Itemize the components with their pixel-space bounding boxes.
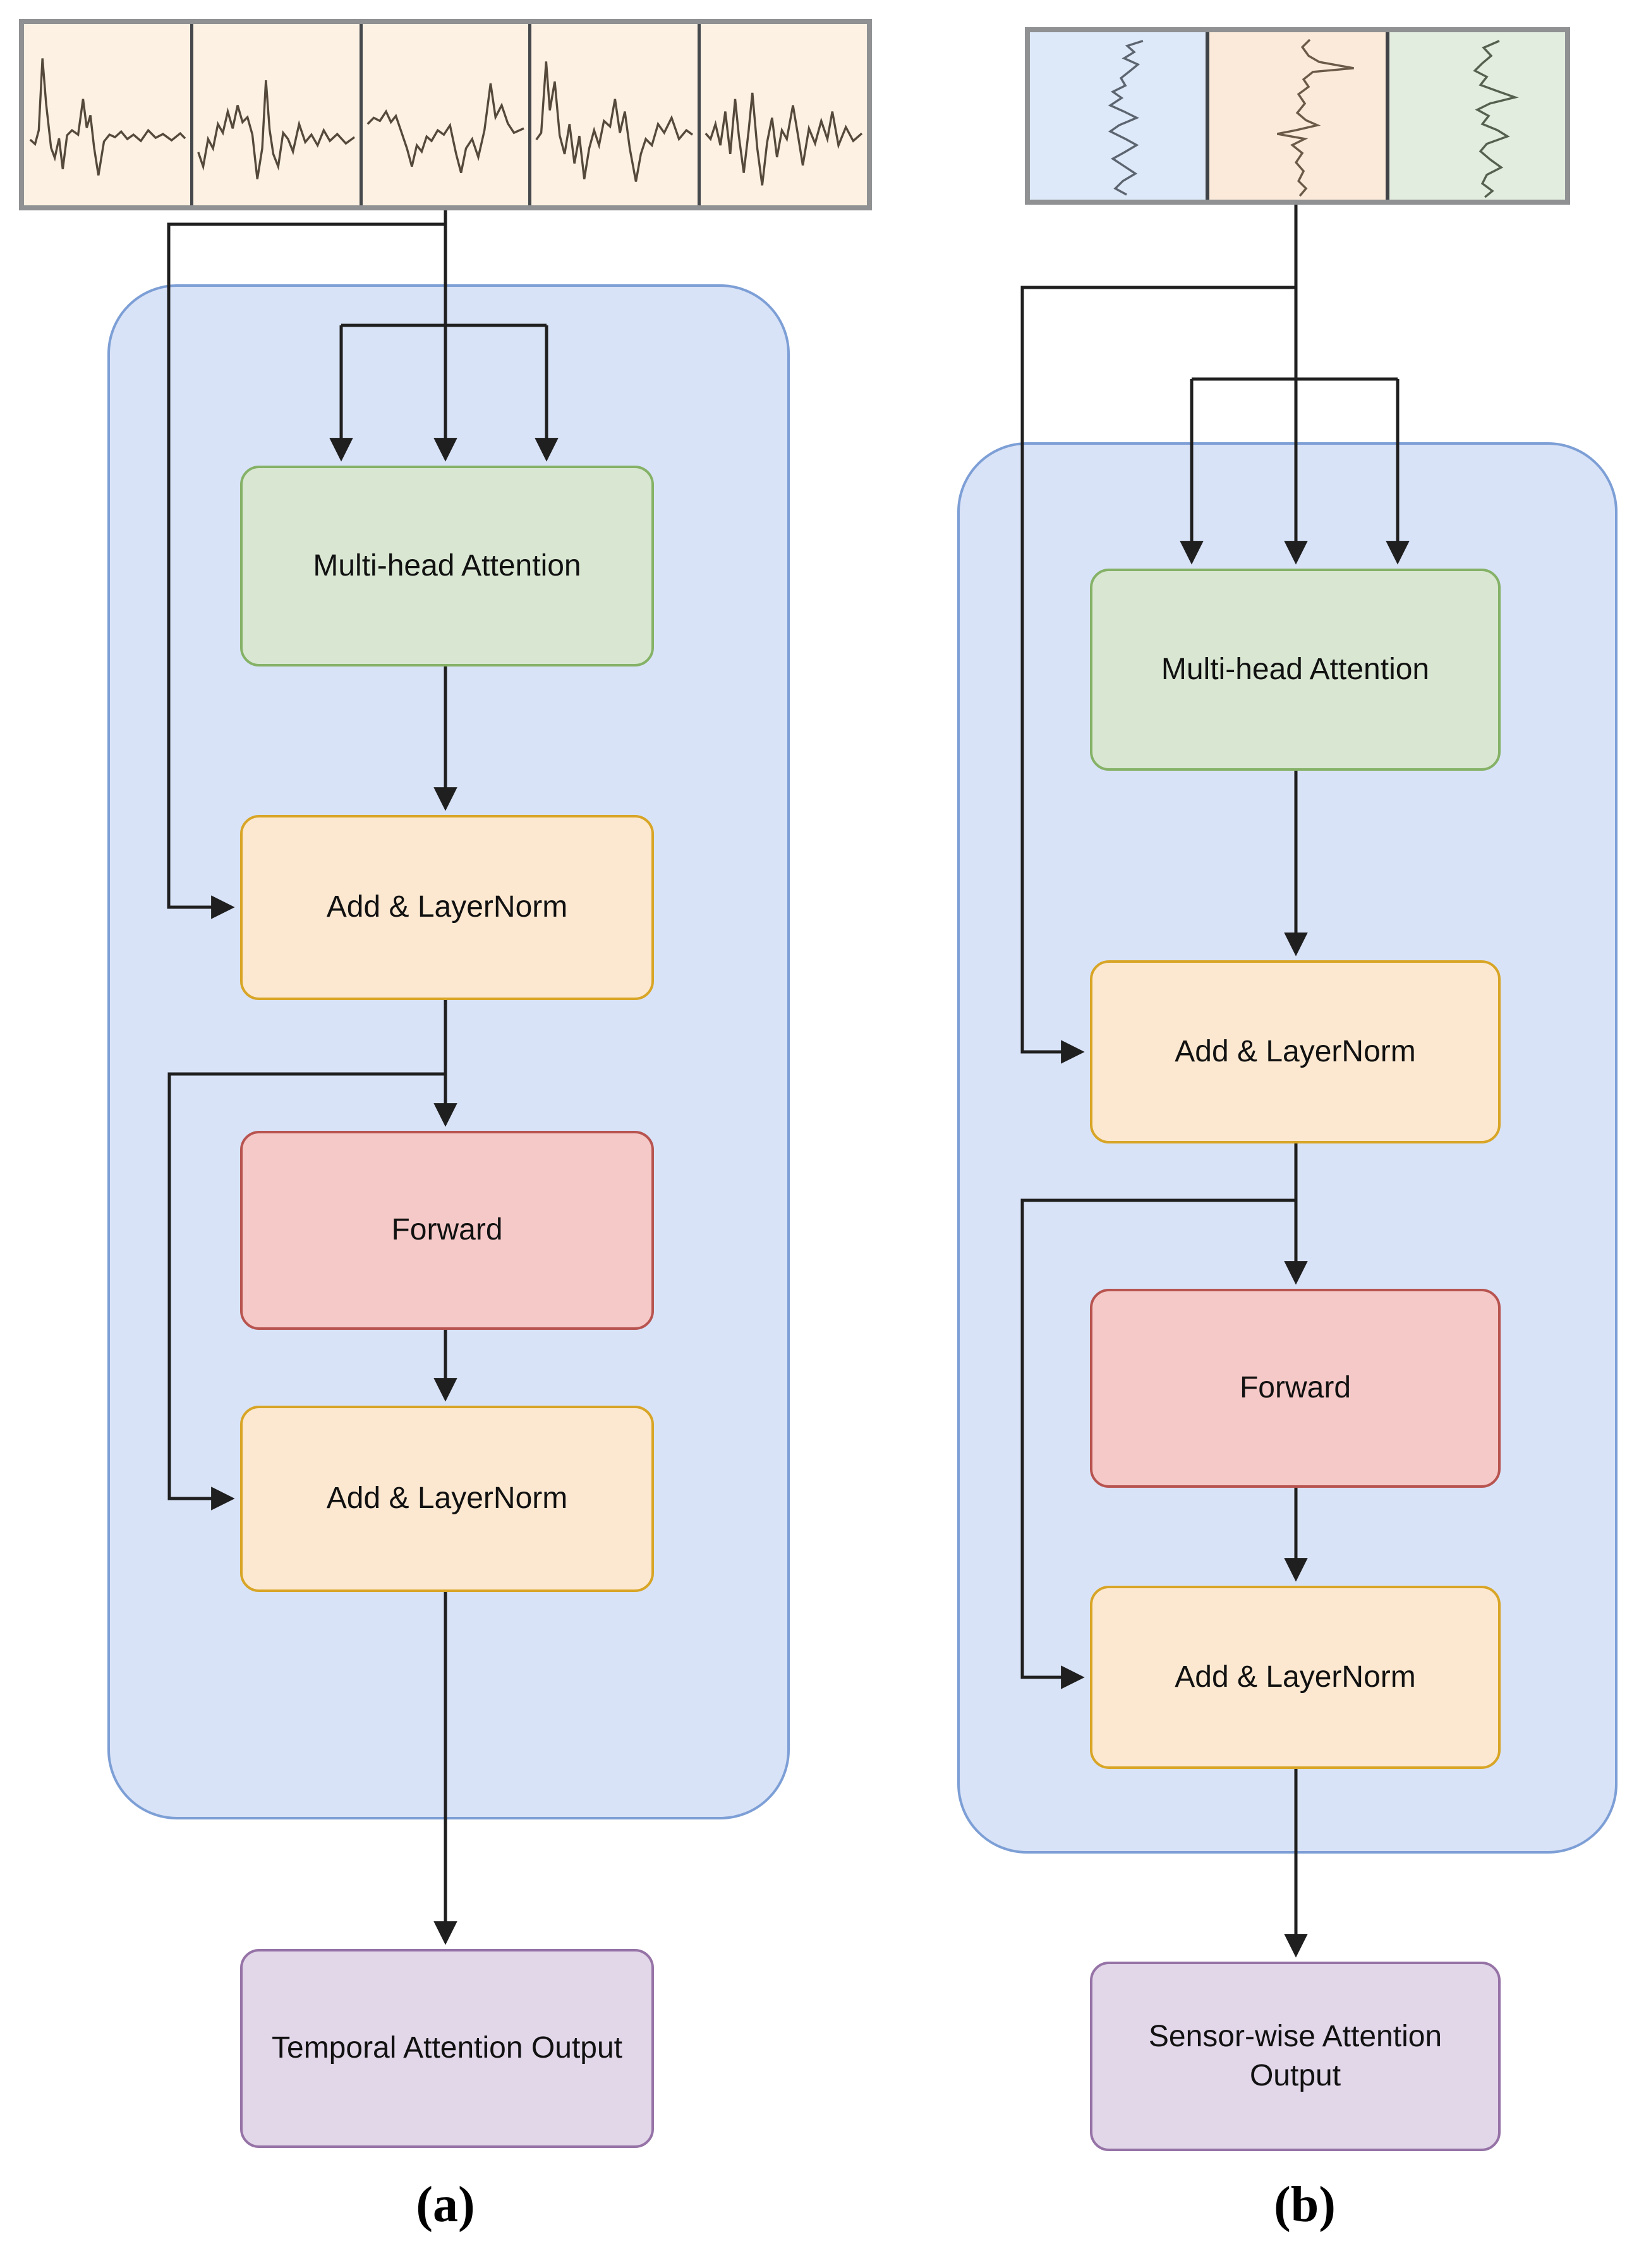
input-sequence-a: [19, 19, 872, 210]
waveform-icon: [197, 80, 355, 179]
forward-block-a: Forward: [240, 1131, 654, 1330]
waveform-segment: [363, 24, 532, 205]
add-layernorm-2-block-a: Add & LayerNorm: [240, 1406, 654, 1592]
waveform-icon: [1108, 40, 1144, 196]
waveform-icon: [1277, 39, 1355, 197]
waveform-icon: [366, 83, 524, 173]
forward-block-b: Forward: [1090, 1289, 1501, 1488]
waveform-segment: [531, 24, 701, 205]
input-sequence-b: [1025, 27, 1570, 205]
add-layernorm-2-block-b: Add & LayerNorm: [1090, 1586, 1501, 1769]
waveform-segment: [1030, 32, 1210, 200]
sensor-wise-attention-output-block: Sensor-wise Attention Output: [1090, 1962, 1501, 2151]
waveform-segment: [1389, 32, 1565, 200]
waveform-icon: [535, 61, 694, 182]
waveform-segment: [701, 24, 867, 205]
add-layernorm-1-block-a: Add & LayerNorm: [240, 815, 654, 1000]
waveform-segment: [24, 24, 193, 205]
waveform-segment: [1209, 32, 1389, 200]
multi-head-attention-block-a: Multi-head Attention: [240, 466, 654, 667]
add-layernorm-1-block-b: Add & LayerNorm: [1090, 960, 1501, 1143]
caption-b: (b): [1274, 2177, 1336, 2233]
temporal-attention-output-block: Temporal Attention Output: [240, 1949, 654, 2148]
caption-a: (a): [416, 2177, 475, 2233]
multi-head-attention-block-b: Multi-head Attention: [1090, 569, 1501, 771]
waveform-icon: [29, 58, 186, 176]
waveform-icon: [705, 92, 863, 186]
waveform-segment: [193, 24, 363, 205]
waveform-icon: [1472, 40, 1519, 198]
